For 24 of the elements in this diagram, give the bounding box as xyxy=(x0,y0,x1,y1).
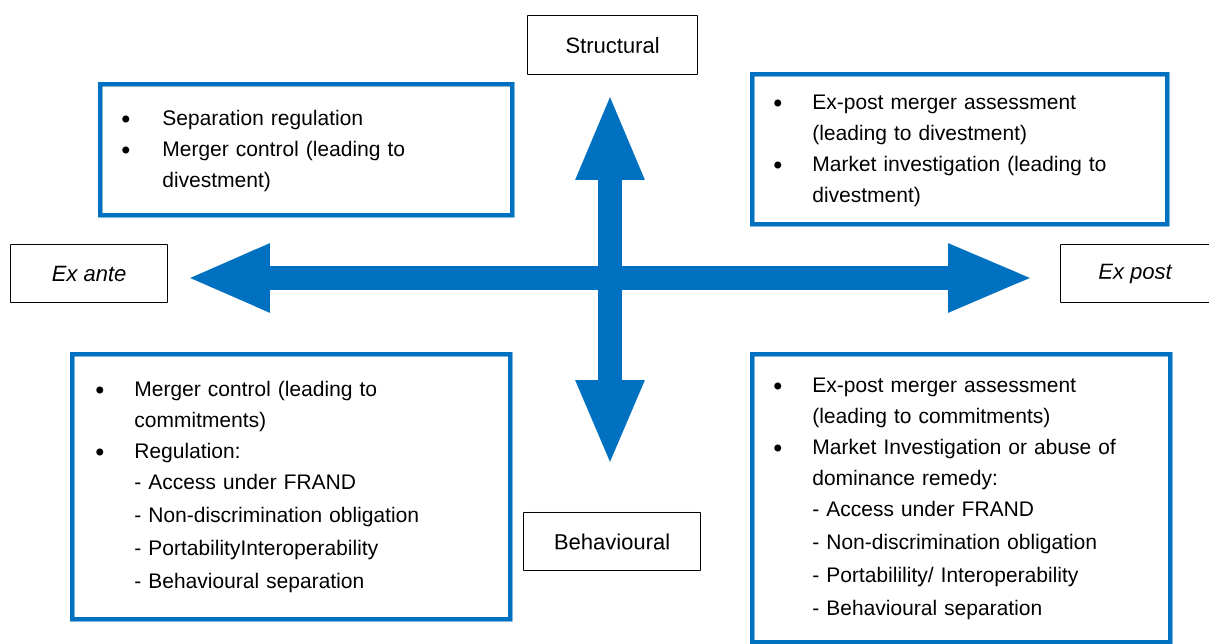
list-item: Separation regulation xyxy=(163,109,362,130)
list-item: - Non-discrimination obligation xyxy=(813,533,1096,554)
list-item: Ex-post merger assessment (leading to divestment) xyxy=(813,94,1076,145)
list-item: Market Investigation or abuse of dominance remedy: xyxy=(813,438,1116,490)
axis-label: Ex ante xyxy=(10,244,168,303)
list-item: - Behavioural separation xyxy=(135,572,363,593)
text-box xyxy=(750,352,1173,644)
list-item: - Access under FRAND xyxy=(135,473,355,490)
list-item: Ex-post merger assessment (leading to commitments) xyxy=(813,377,1076,428)
list-item: Regulation: xyxy=(136,442,239,463)
axis-label: Ex post xyxy=(1060,244,1209,303)
list-item: - PortabilityInteroperability xyxy=(135,539,379,560)
list-item: - Portabilility/ Interoperability xyxy=(813,566,1079,587)
list-item: Merger control (leading to divestment) xyxy=(163,140,405,192)
list-item: - Behavioural separation xyxy=(813,599,1041,620)
text-box xyxy=(70,352,513,622)
axis-label: Behavioural xyxy=(523,512,701,571)
axis-label: Structural xyxy=(527,15,698,75)
list-item: Market investigation (leading to divestment) xyxy=(813,155,1106,207)
list-item: - Access under FRAND xyxy=(813,500,1033,517)
list-item: Merger control (leading to commitments) xyxy=(135,380,377,432)
list-item: - Non-discrimination obligation xyxy=(135,506,418,527)
text-box xyxy=(98,82,515,218)
text-box xyxy=(750,72,1170,227)
